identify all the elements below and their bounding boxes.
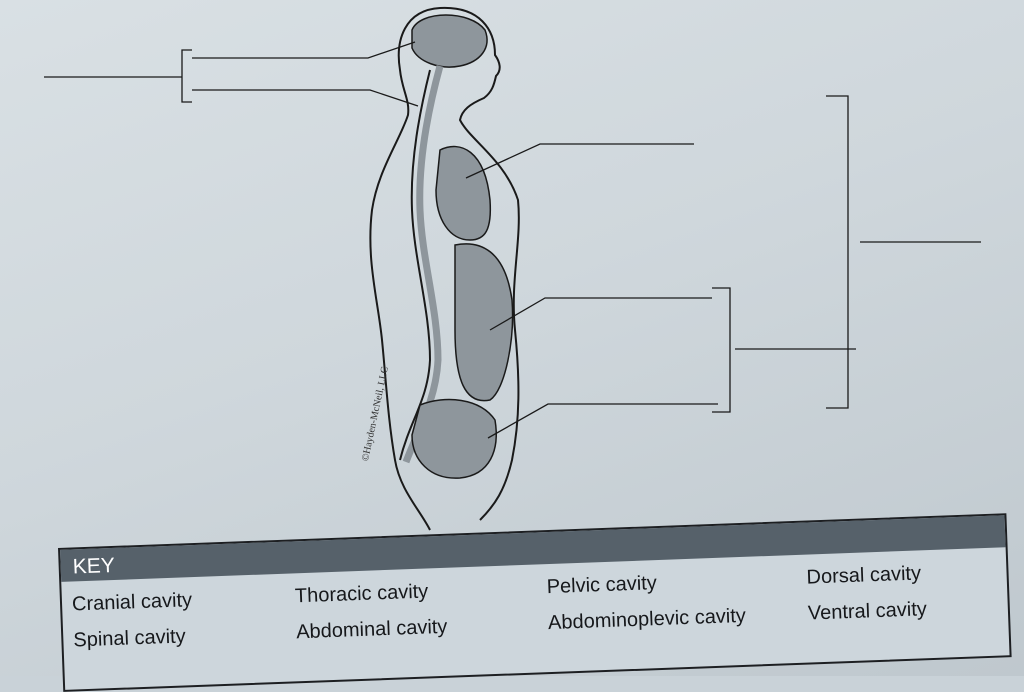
cranial-spinal-bracket: [44, 41, 419, 107]
pelvic-leader: [487, 403, 718, 439]
key-item-thoracic: Thoracic cavity: [294, 580, 429, 608]
body-cavities-diagram: [44, 6, 981, 531]
thoracic-cavity-shape: [435, 145, 492, 241]
key-item-abdominal: Abdominal cavity: [295, 615, 448, 644]
ventral-bracket: [826, 95, 981, 409]
label-leader-lines: [44, 41, 981, 439]
pelvic-cavity-shape: [411, 398, 497, 479]
key-item-ventral: Ventral cavity: [807, 598, 928, 625]
body-outline: [369, 6, 520, 531]
thoracic-leader: [465, 143, 694, 179]
key-item-abdominopelvic: Abdominoplevic cavity: [547, 604, 747, 635]
key-item-dorsal: Dorsal cavity: [806, 562, 922, 589]
abdominopelvic-bracket: [712, 287, 856, 413]
key-item-pelvic: Pelvic cavity: [546, 572, 658, 599]
abdominal-cavity-shape: [454, 243, 514, 402]
abdominal-leader: [489, 297, 712, 331]
cranial-cavity-shape: [411, 14, 488, 68]
key-item-cranial: Cranial cavity: [71, 589, 193, 616]
key-item-spinal: Spinal cavity: [72, 625, 187, 652]
